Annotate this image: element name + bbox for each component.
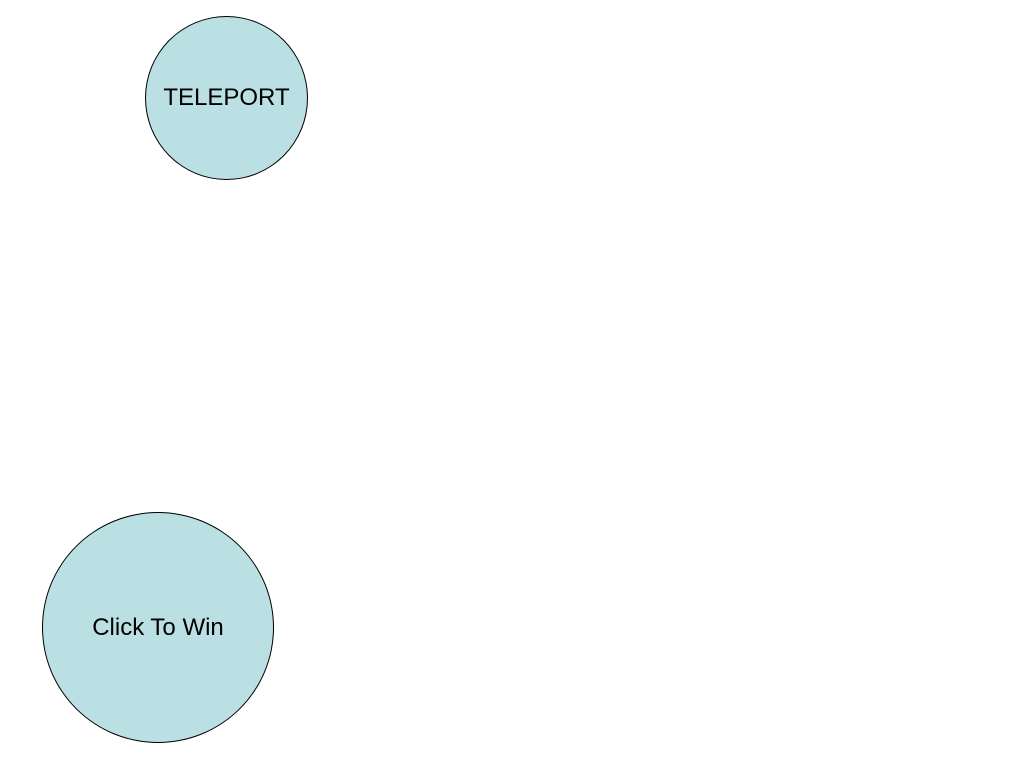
teleport-button[interactable]: TELEPORT [145,16,308,180]
click-to-win-button[interactable]: Click To Win [42,512,274,743]
teleport-button-label: TELEPORT [163,84,290,111]
click-to-win-button-label: Click To Win [92,613,224,641]
